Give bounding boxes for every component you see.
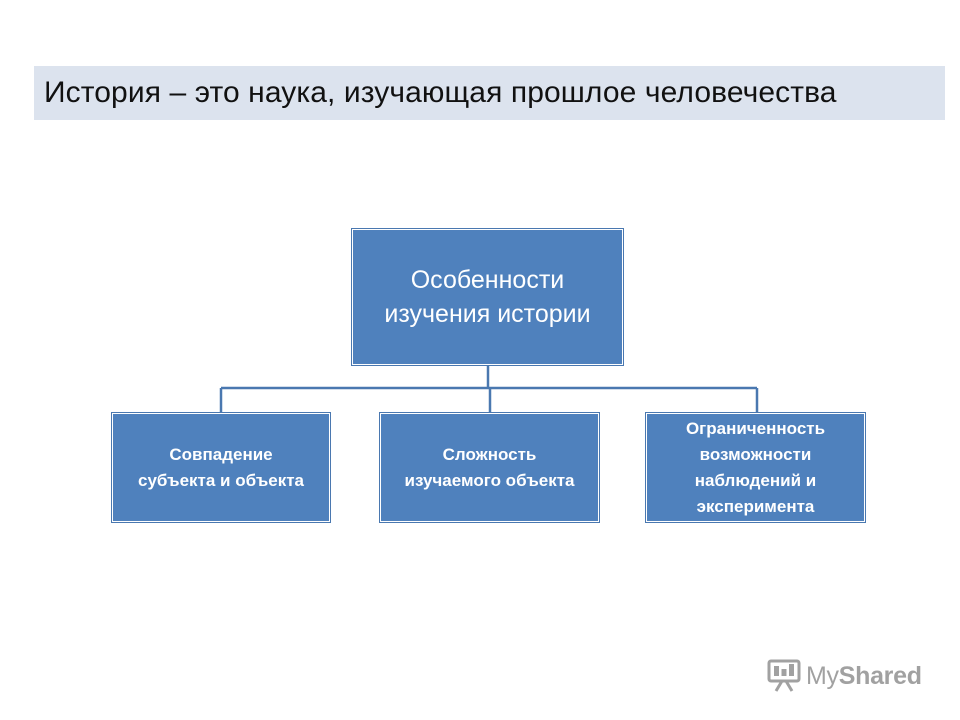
watermark-brand-prefix: My bbox=[806, 661, 839, 690]
myshared-watermark: MyShared bbox=[766, 656, 922, 696]
watermark-brand-suffix: Shared bbox=[838, 661, 922, 690]
presentation-board-icon bbox=[767, 659, 801, 692]
child-node-1-label: Совпадение субъекта и объекта bbox=[137, 444, 304, 490]
child-node-1: Совпадение субъекта и объекта bbox=[111, 412, 331, 523]
root-node: Особенности изучения истории bbox=[351, 228, 624, 366]
slide-title: История – это наука, изучающая прошлое ч… bbox=[44, 76, 837, 109]
child-node-3: Ограниченность возможности наблюдений и … bbox=[645, 412, 866, 523]
child-node-3-label: Ограниченность возможности наблюдений и … bbox=[685, 418, 826, 516]
slide-title-bar: История – это наука, изучающая прошлое ч… bbox=[34, 66, 945, 120]
child-node-2: Сложность изучаемого объекта bbox=[379, 412, 600, 523]
root-node-label: Особенности изучения истории bbox=[384, 266, 591, 328]
child-node-2-label: Сложность изучаемого объекта bbox=[404, 444, 575, 490]
watermark-brand: MyShared bbox=[806, 662, 922, 691]
